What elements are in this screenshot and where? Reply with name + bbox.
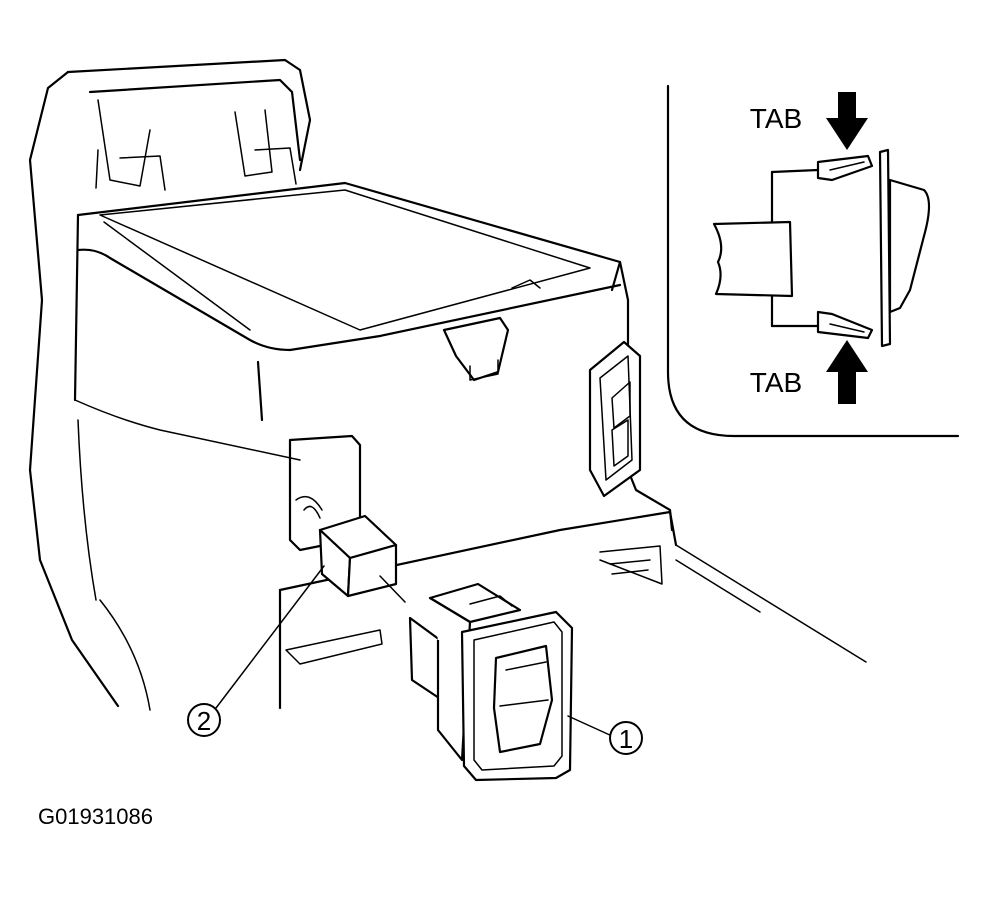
callout-2-number: 2 — [197, 706, 211, 736]
wiring-connector — [318, 514, 406, 603]
rocker-switch — [408, 582, 574, 782]
figure-id: G01931086 — [38, 804, 153, 829]
tab-top-arrow — [826, 92, 868, 150]
callout-2 — [187, 565, 325, 737]
inset-frame — [666, 84, 960, 438]
tab-top-label: TAB — [750, 103, 802, 134]
inset-switch-detail — [712, 148, 931, 348]
callout-1 — [567, 715, 643, 755]
tab-bottom-label: TAB — [750, 367, 802, 398]
callout-1-number: 1 — [619, 724, 633, 754]
tab-bottom-arrow — [826, 340, 868, 404]
center-console — [28, 58, 867, 711]
